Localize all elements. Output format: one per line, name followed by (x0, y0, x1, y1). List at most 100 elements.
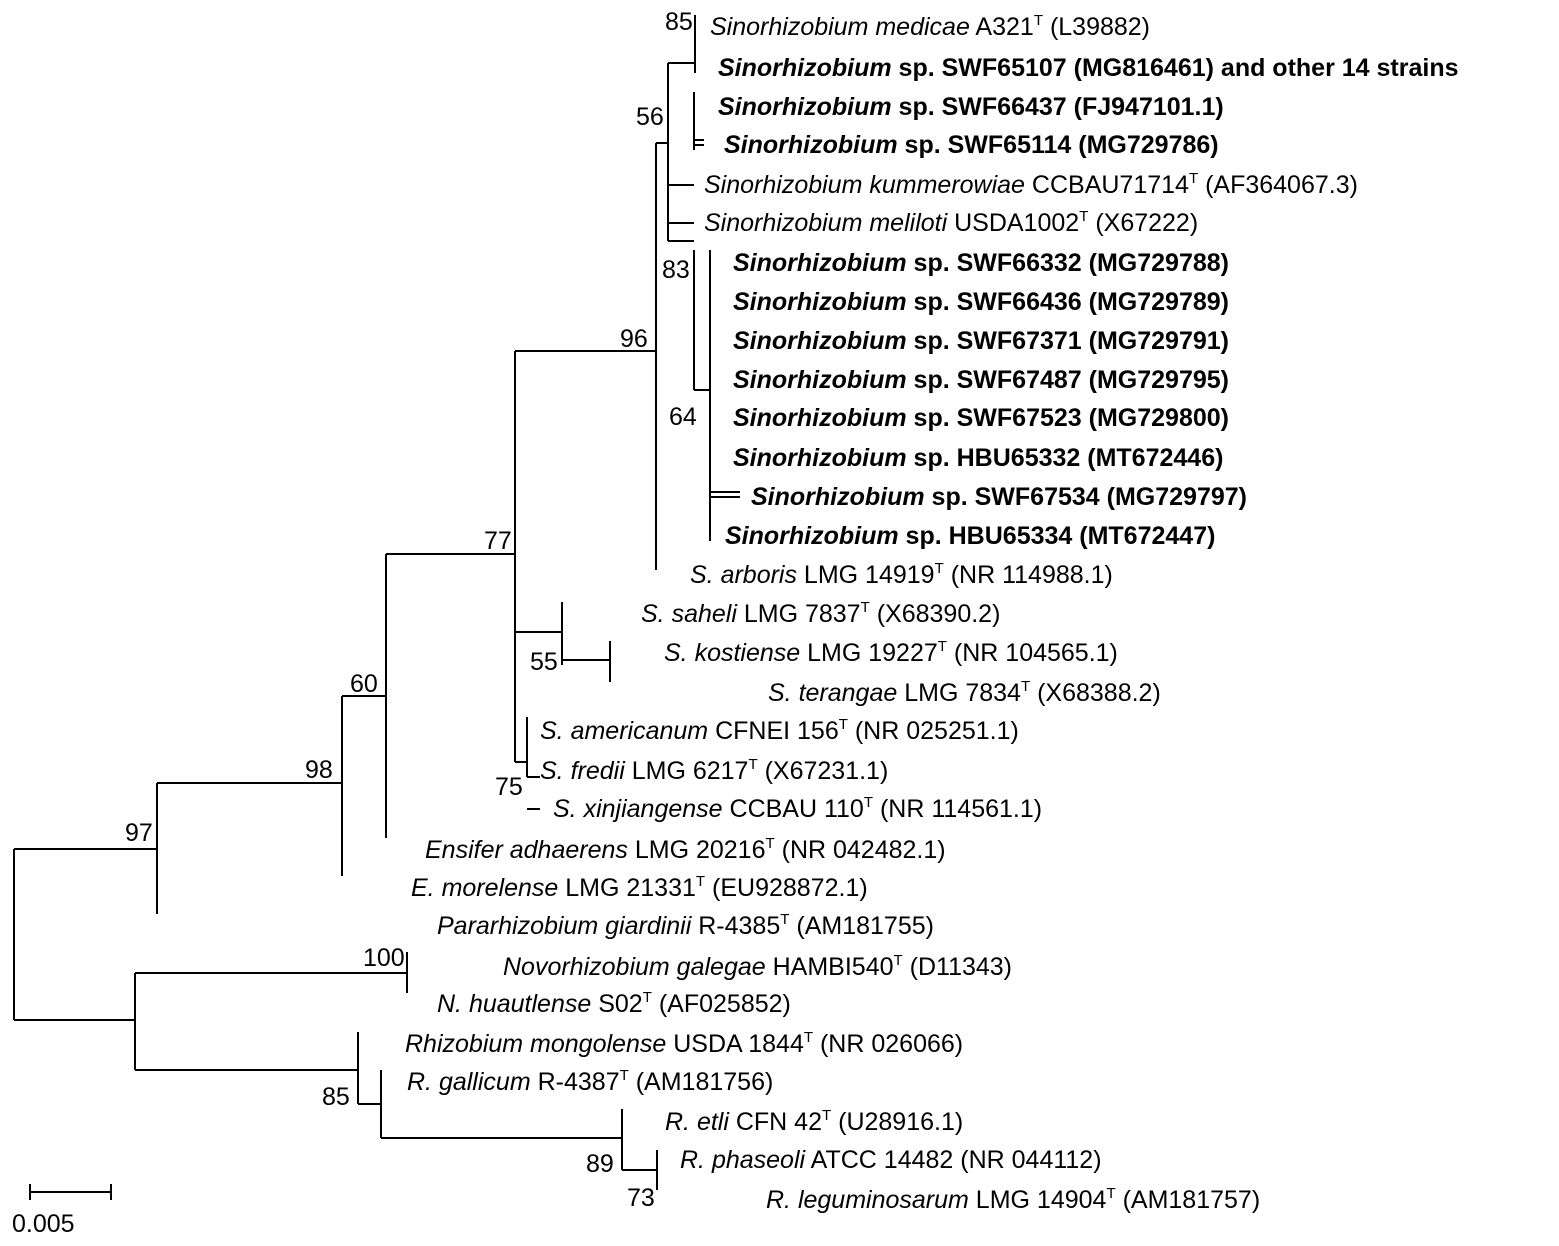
taxon-label: Sinorhizobium sp. HBU65332 (MT672446) (733, 444, 1223, 472)
taxon-accession: (MG729786) (1071, 131, 1218, 159)
bootstrap-value: 77 (484, 527, 512, 555)
type-strain-marker: T (1106, 1185, 1115, 1202)
taxon-genus: R. phaseoli (680, 1146, 807, 1174)
taxon-accession: (NR 025251.1) (855, 717, 1019, 745)
taxon-strain: sp. HBU65332 (907, 444, 1081, 472)
taxon-strain: LMG 7834 (897, 679, 1021, 707)
taxon-accession: (X67222) (1095, 209, 1198, 237)
type-strain-marker: T (780, 911, 789, 928)
taxon-labels: Sinorhizobium medicae A321T (L39882)Sino… (405, 12, 1459, 1214)
taxon-genus: S. arboris (690, 561, 797, 589)
taxon-genus: Sinorhizobium (724, 131, 898, 159)
taxon-genus: Sinorhizobium (733, 366, 907, 394)
taxon-label: S. terangae LMG 7834T (X68388.2) (768, 678, 1161, 707)
taxon-accession: (MT672447) (1072, 522, 1215, 550)
taxon-label: Ensifer adhaerens LMG 20216T (NR 042482.… (425, 835, 946, 864)
taxon-label: Sinorhizobium sp. SWF65114 (MG729786) (724, 131, 1219, 159)
taxon-label: Sinorhizobium sp. HBU65334 (MT672447) (725, 522, 1215, 550)
type-strain-marker: T (696, 873, 705, 890)
taxon-strain: S02 (591, 990, 642, 1018)
type-strain-marker: T (643, 989, 652, 1006)
taxon-accession: (X67231.1) (765, 757, 889, 785)
taxon-label: Sinorhizobium sp. SWF67487 (MG729795) (733, 366, 1229, 394)
taxon-strain: sp. SWF65107 (MG816461) and other 14 str… (892, 54, 1459, 82)
taxon-genus: Pararhizobium giardinii (437, 912, 693, 940)
taxon-strain: CCBAU 110 (723, 795, 864, 823)
taxon-strain: R-4385 (691, 912, 780, 940)
taxon-genus: Sinorhizobium kummerowiae (704, 171, 1025, 199)
taxon-strain: R-4387 (531, 1068, 620, 1096)
taxon-genus: R. etli (665, 1108, 730, 1136)
type-strain-marker: T (620, 1067, 629, 1084)
taxon-label: Sinorhizobium sp. SWF66436 (MG729789) (733, 288, 1229, 316)
taxon-label: Sinorhizobium kummerowiae CCBAU71714T (A… (704, 170, 1358, 199)
taxon-accession: (MG729788) (1082, 249, 1229, 277)
taxon-label: Sinorhizobium sp. SWF66332 (MG729788) (733, 249, 1229, 277)
taxon-strain: sp. SWF67371 (907, 327, 1082, 355)
taxon-strain: sp. SWF67523 (907, 404, 1082, 432)
bootstrap-value: 98 (305, 756, 333, 784)
taxon-accession: (NR 044112) (953, 1146, 1101, 1174)
type-strain-marker: T (938, 638, 947, 655)
type-strain-marker: T (894, 952, 903, 969)
taxon-genus: S. xinjiangense (553, 795, 723, 823)
taxon-accession: (D11343) (910, 953, 1012, 981)
taxon-accession: (X68390.2) (877, 600, 1001, 628)
taxon-strain: sp. SWF67487 (907, 366, 1082, 394)
taxon-genus: Sinorhizobium (733, 288, 907, 316)
taxon-genus: E. morelense (411, 874, 558, 902)
taxon-strain: LMG 20216 (628, 836, 766, 864)
taxon-genus: S. fredii (540, 757, 626, 785)
taxon-genus: Sinorhizobium (725, 522, 899, 550)
taxon-label: E. morelense LMG 21331T (EU928872.1) (411, 873, 868, 902)
taxon-strain: CFNEI 156 (708, 717, 839, 745)
taxon-strain: sp. SWF67534 (925, 483, 1100, 511)
taxon-genus: Ensifer adhaerens (425, 836, 628, 864)
bootstrap-value: 85 (665, 8, 693, 36)
taxon-genus: Sinorhizobium (733, 404, 907, 432)
taxon-accession: (NR 104565.1) (954, 639, 1118, 667)
taxon-genus: S. saheli (641, 600, 738, 628)
type-strain-marker: T (766, 835, 775, 852)
taxon-genus: Sinorhizobium medicae (710, 13, 970, 41)
taxon-label: S. fredii LMG 6217T (X67231.1) (540, 756, 888, 785)
type-strain-marker: T (935, 560, 944, 577)
bootstrap-value: 55 (530, 648, 558, 676)
tree-branches (13, 15, 740, 1190)
bootstrap-value: 100 (363, 944, 405, 972)
taxon-genus: Sinorhizobium (733, 444, 907, 472)
taxon-strain: sp. SWF66437 (892, 93, 1067, 121)
taxon-genus: Novorhizobium galegae (503, 953, 766, 981)
taxon-accession: (MT672446) (1080, 444, 1223, 472)
taxon-accession: (MG729797) (1100, 483, 1247, 511)
taxon-strain: CFN 42 (729, 1108, 822, 1136)
taxon-label: Sinorhizobium sp. SWF65107 (MG816461) an… (718, 54, 1459, 82)
taxon-genus: S. terangae (768, 679, 897, 707)
taxon-genus: Sinorhizobium (733, 249, 907, 277)
type-strain-marker: T (1189, 170, 1198, 187)
taxon-accession: (X68388.2) (1037, 679, 1161, 707)
taxon-label: S. arboris LMG 14919T (NR 114988.1) (690, 560, 1113, 589)
taxon-strain: CCBAU71714 (1025, 171, 1189, 199)
taxon-label: Sinorhizobium sp. SWF66437 (FJ947101.1) (718, 93, 1224, 121)
taxon-accession: (AM181755) (796, 912, 934, 940)
taxon-label: S. saheli LMG 7837T (X68390.2) (641, 599, 1000, 628)
taxon-strain: A321 (970, 13, 1034, 41)
bootstrap-value: 85 (322, 1083, 350, 1111)
bootstrap-value: 64 (669, 403, 697, 431)
taxon-strain: sp. HBU65334 (899, 522, 1073, 550)
taxon-accession: (AM181756) (636, 1068, 774, 1096)
taxon-accession: (MG729795) (1082, 366, 1229, 394)
taxon-strain: sp. SWF66332 (907, 249, 1082, 277)
type-strain-marker: T (1034, 12, 1043, 29)
taxon-accession: (U28916.1) (838, 1108, 963, 1136)
taxon-genus: N. huautlense (437, 990, 591, 1018)
taxon-label: R. leguminosarum LMG 14904T (AM181757) (766, 1185, 1260, 1214)
bootstrap-value: 96 (620, 325, 648, 353)
bootstrap-value: 83 (662, 256, 690, 284)
taxon-label: Pararhizobium giardinii R-4385T (AM18175… (437, 911, 934, 940)
taxon-label: Sinorhizobium medicae A321T (L39882) (710, 12, 1150, 41)
type-strain-marker: T (864, 794, 873, 811)
taxon-accession: (NR 114988.1) (951, 561, 1113, 589)
bootstrap-value: 56 (636, 103, 664, 131)
